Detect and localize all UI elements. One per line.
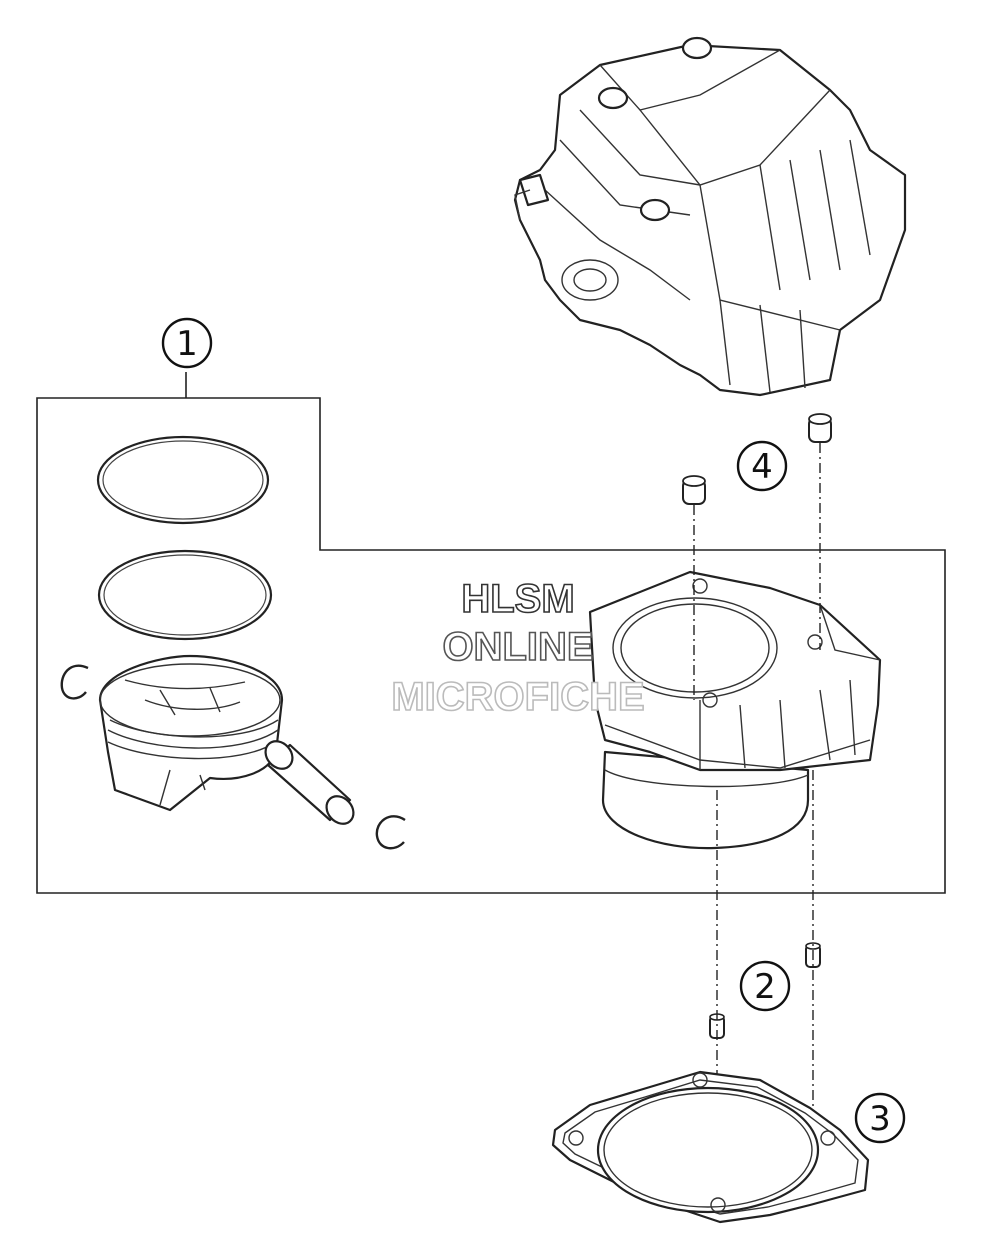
callout-1: 1 xyxy=(161,317,213,369)
watermark-line-2: ONLINE xyxy=(442,625,593,669)
piston xyxy=(98,654,284,812)
callout-2: 2 xyxy=(739,960,791,1012)
svg-text:3: 3 xyxy=(869,1099,891,1139)
piston-ring-top xyxy=(96,435,270,525)
cylinder xyxy=(588,570,882,850)
callout-4: 4 xyxy=(736,440,788,492)
base-gasket xyxy=(551,1070,870,1224)
circlip-left xyxy=(60,664,89,700)
callout-3: 3 xyxy=(854,1092,906,1144)
watermark-line-1: HLSM xyxy=(461,577,574,621)
svg-text:1: 1 xyxy=(176,324,198,364)
dowel-upper-left xyxy=(682,475,706,505)
svg-text:4: 4 xyxy=(751,447,773,487)
watermark-line-3: MICROFICHE xyxy=(391,675,644,719)
piston-pin xyxy=(264,740,355,825)
dowel-upper-right xyxy=(808,413,832,443)
circlip-right xyxy=(375,815,406,850)
watermark: HLSM ONLINE MICROFICHE xyxy=(391,576,646,720)
kit-frame xyxy=(36,397,946,894)
cylinder-head xyxy=(513,36,907,397)
svg-text:2: 2 xyxy=(754,967,776,1007)
piston-ring-second xyxy=(97,549,273,641)
